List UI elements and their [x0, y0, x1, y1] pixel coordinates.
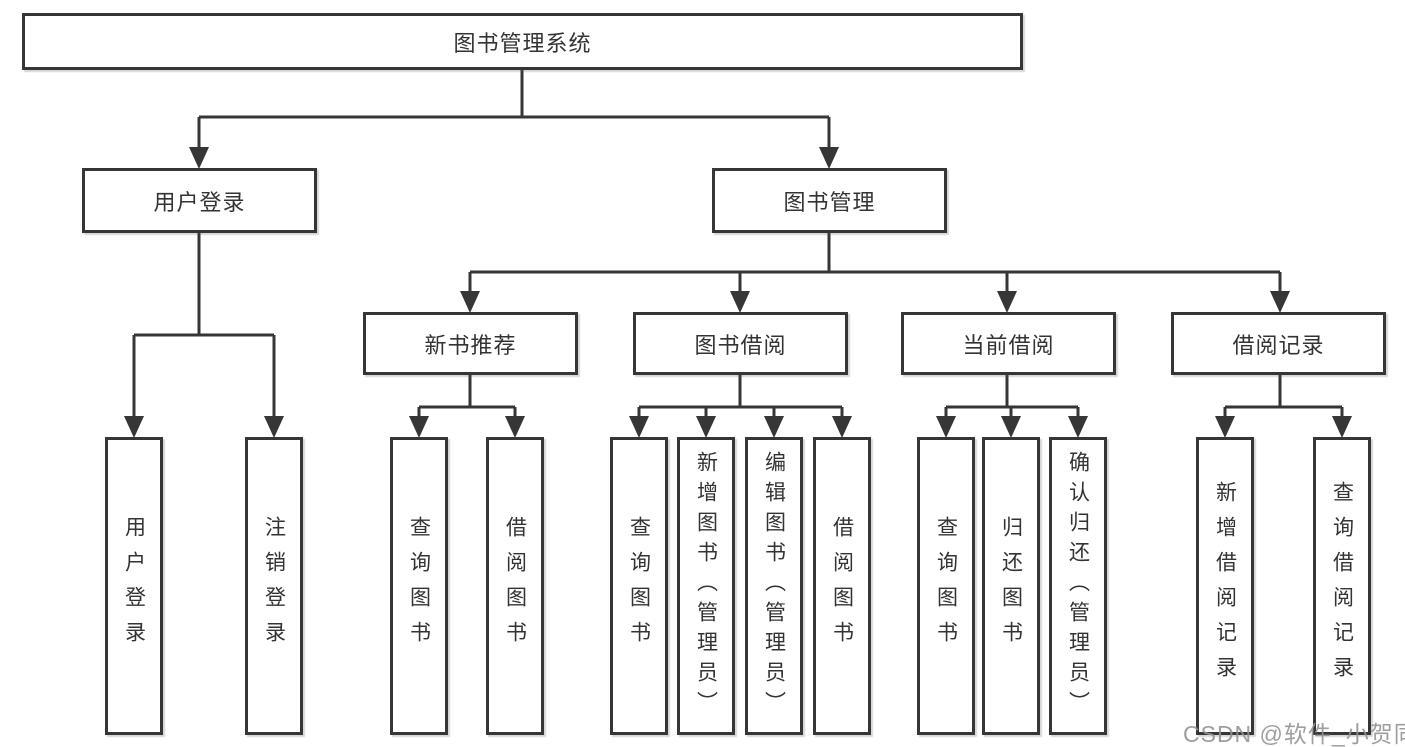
leaf-query-borrow-record: 查询借阅记录 [1313, 437, 1371, 735]
leaf-label: 编辑图书（管理员） [762, 451, 786, 721]
arrow-icon [936, 416, 956, 438]
leaf-label: 新增图书（管理员） [694, 451, 718, 721]
arrow-icon [1270, 291, 1290, 313]
leaf-return-book: 归还图书 [982, 437, 1040, 735]
leaf-label: 查询图书 [407, 516, 431, 656]
watermark: CSDN @软件_小贺同学 [1183, 721, 1405, 747]
leaf-query-books-recommend: 查询图书 [390, 437, 448, 735]
arrow-icon [819, 147, 839, 169]
leaf-query-books-current: 查询图书 [917, 437, 975, 735]
node-book-management: 图书管理 [712, 168, 947, 233]
node-new-book-recommend: 新书推荐 [363, 312, 578, 375]
arrow-icon [460, 291, 480, 313]
leaf-label: 借阅图书 [503, 516, 527, 656]
arrow-icon [832, 416, 852, 438]
leaf-add-book-admin: 新增图书（管理员） [677, 437, 735, 735]
arrow-icon [1332, 416, 1352, 438]
leaf-user-login: 用户登录 [105, 437, 163, 735]
leaf-label: 用户登录 [122, 516, 146, 656]
leaf-label: 查询图书 [934, 516, 958, 656]
leaf-logout: 注销登录 [245, 437, 303, 735]
arrow-icon [409, 416, 429, 438]
leaf-add-borrow-record: 新增借阅记录 [1196, 437, 1254, 735]
arrow-icon [189, 147, 209, 169]
arrow-icon [730, 291, 750, 313]
arrow-icon [264, 416, 284, 438]
leaf-borrow-books-recommend: 借阅图书 [486, 437, 544, 735]
leaf-borrow-books-borrow: 借阅图书 [813, 437, 871, 735]
arrow-icon [764, 416, 784, 438]
arrow-icon [629, 416, 649, 438]
node-borrow-records: 借阅记录 [1171, 312, 1386, 375]
leaf-label: 归还图书 [999, 516, 1023, 656]
arrow-icon [696, 416, 716, 438]
leaf-label: 查询借阅记录 [1330, 481, 1354, 691]
leaf-label: 注销登录 [262, 516, 286, 656]
node-root-system: 图书管理系统 [22, 13, 1023, 70]
leaf-edit-book-admin: 编辑图书（管理员） [745, 437, 803, 735]
arrow-icon [1001, 416, 1021, 438]
arrow-icon [124, 416, 144, 438]
arrow-icon [997, 291, 1017, 313]
node-current-borrow: 当前借阅 [901, 312, 1116, 375]
node-book-borrow: 图书借阅 [633, 312, 848, 375]
leaf-label: 确认归还（管理员） [1066, 451, 1090, 721]
arrow-icon [505, 416, 525, 438]
arrow-icon [1215, 416, 1235, 438]
leaf-label: 查询图书 [627, 516, 651, 656]
arrow-icon [1068, 416, 1088, 438]
leaf-label: 借阅图书 [830, 516, 854, 656]
node-user-login: 用户登录 [82, 168, 317, 233]
leaf-query-books-borrow: 查询图书 [610, 437, 668, 735]
leaf-label: 新增借阅记录 [1213, 481, 1237, 691]
leaf-confirm-return-admin: 确认归还（管理员） [1049, 437, 1107, 735]
